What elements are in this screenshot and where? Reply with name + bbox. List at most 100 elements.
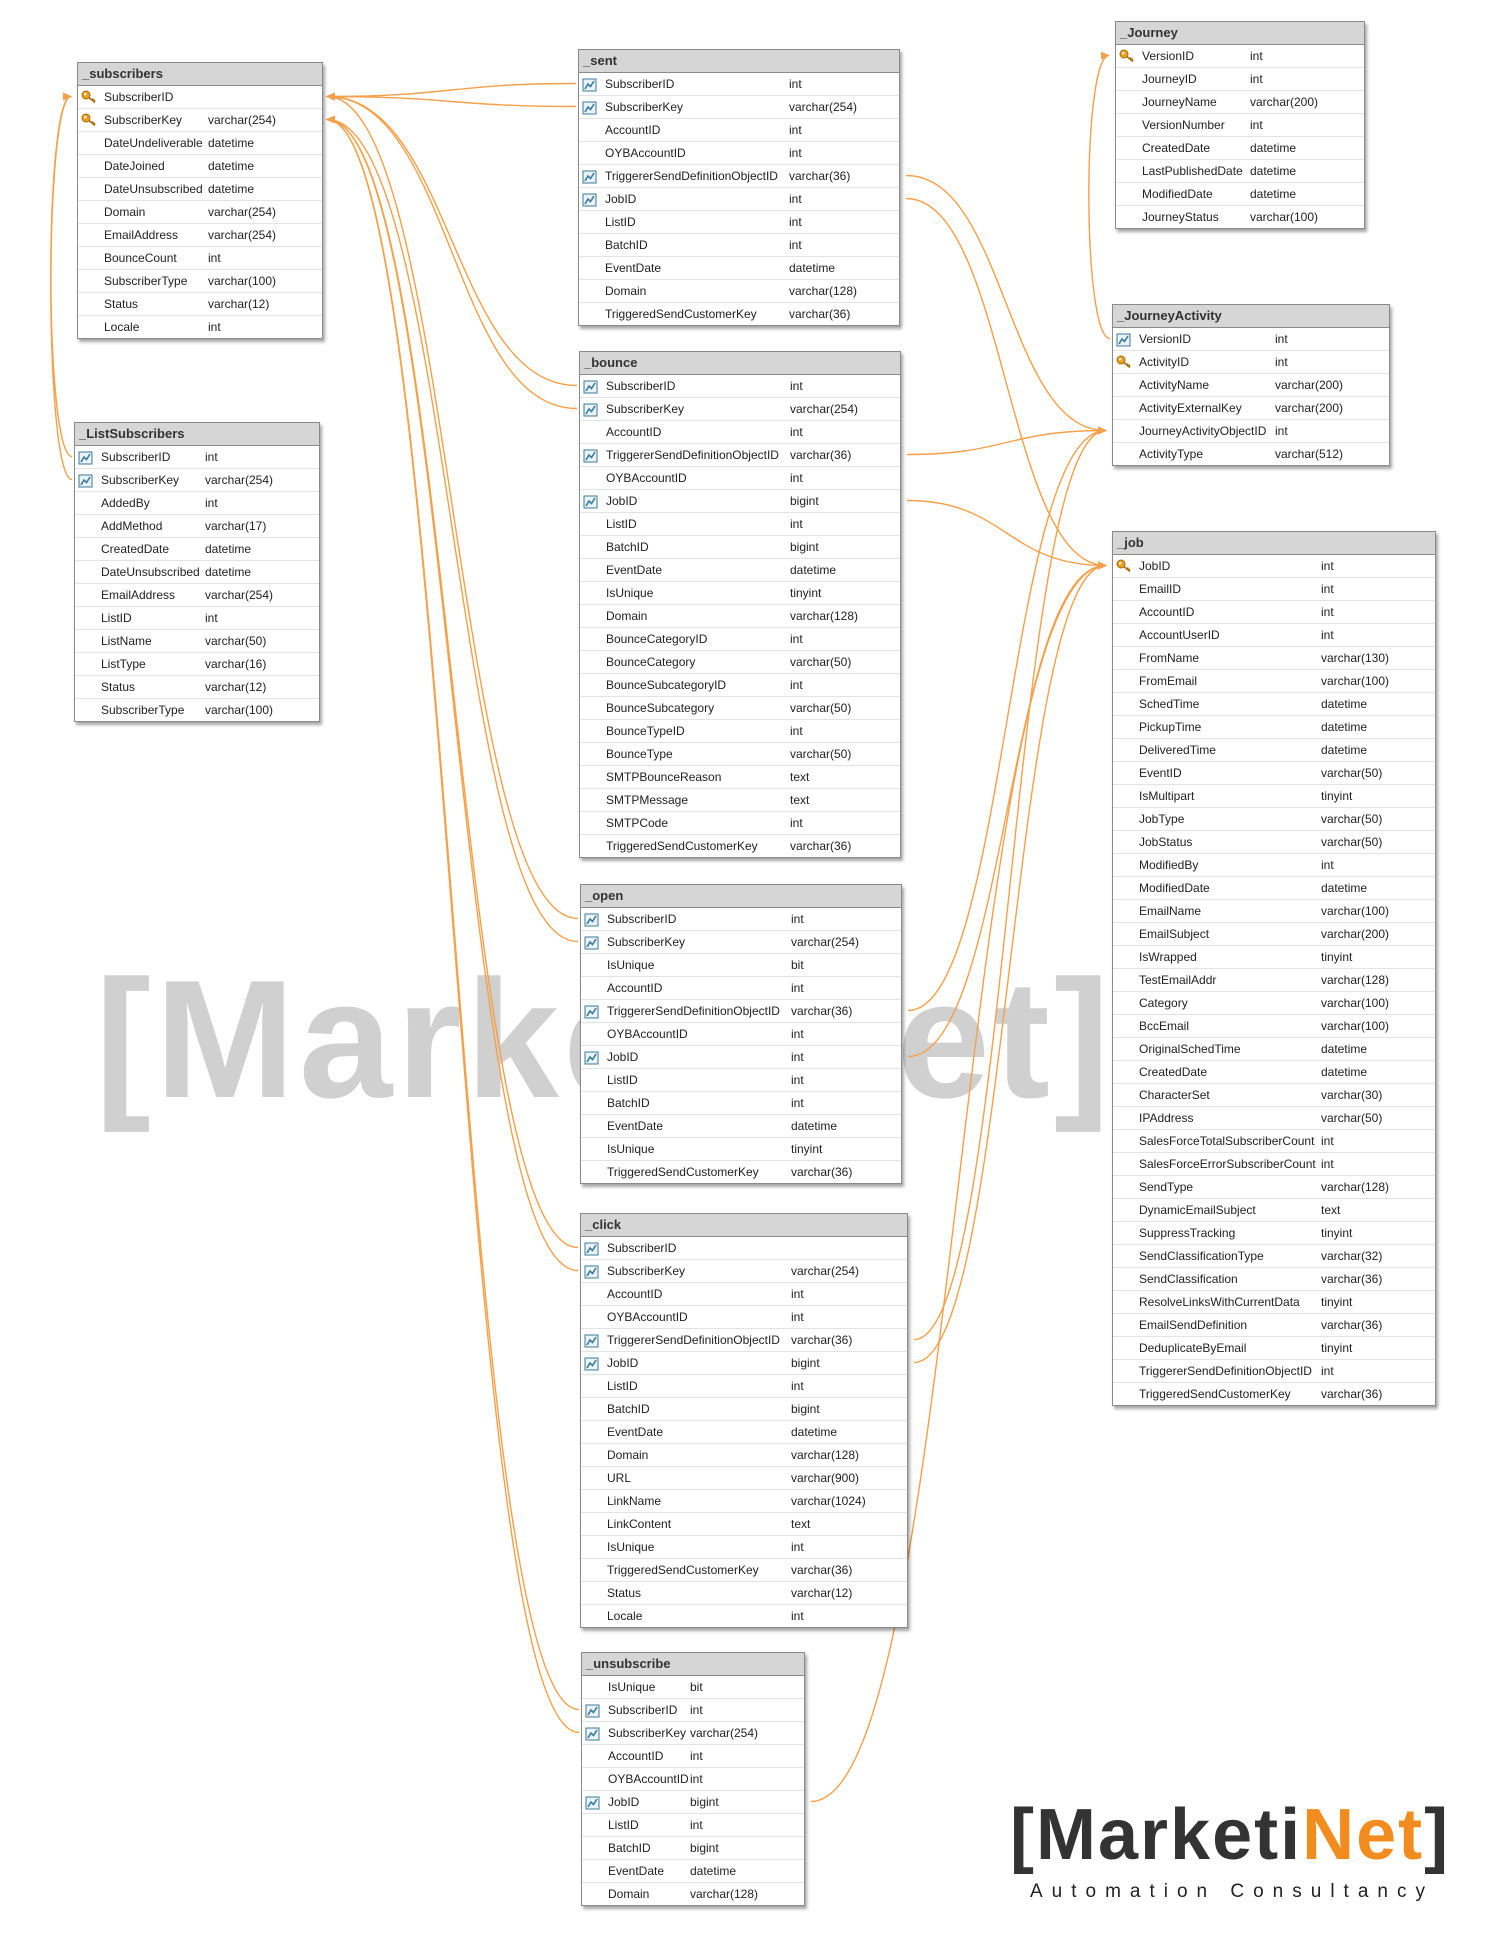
table-title[interactable]: _bounce <box>580 352 900 375</box>
table-title[interactable]: _sent <box>579 50 899 73</box>
column-row[interactable]: SubscriberID <box>581 1237 907 1260</box>
table-title[interactable]: _open <box>581 885 901 908</box>
table-title[interactable]: _JourneyActivity <box>1113 305 1389 328</box>
table-title[interactable]: _job <box>1113 532 1435 555</box>
column-row[interactable]: SubscriberID <box>78 86 322 109</box>
table-title[interactable]: _click <box>581 1214 907 1237</box>
